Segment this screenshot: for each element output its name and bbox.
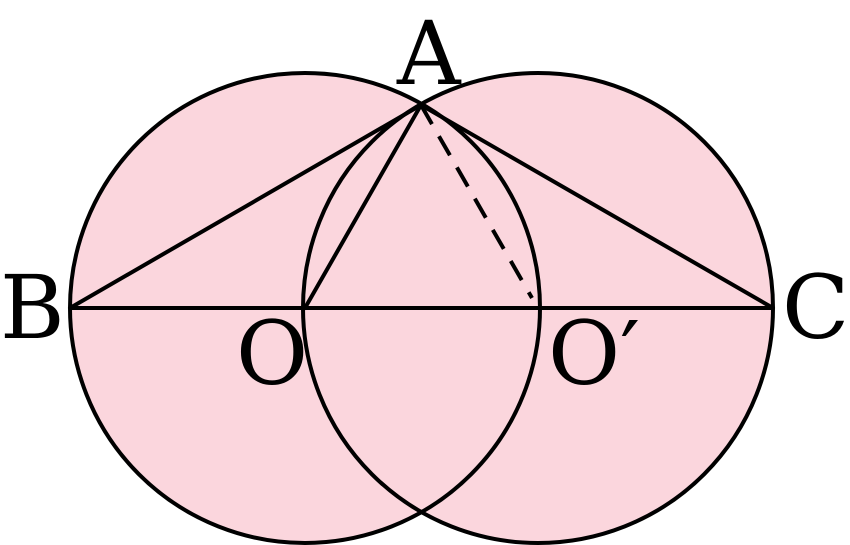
label-o-prime: O′ [548, 302, 640, 405]
segment-ao-prime-dashed [419, 104, 534, 299]
label-c: C [782, 256, 849, 359]
label-a: A [396, 2, 462, 105]
segment-ab [68, 103, 423, 310]
segment-ac [419, 103, 775, 310]
segment-ao [303, 103, 423, 310]
label-b: B [0, 256, 65, 359]
label-o: O [236, 302, 308, 405]
